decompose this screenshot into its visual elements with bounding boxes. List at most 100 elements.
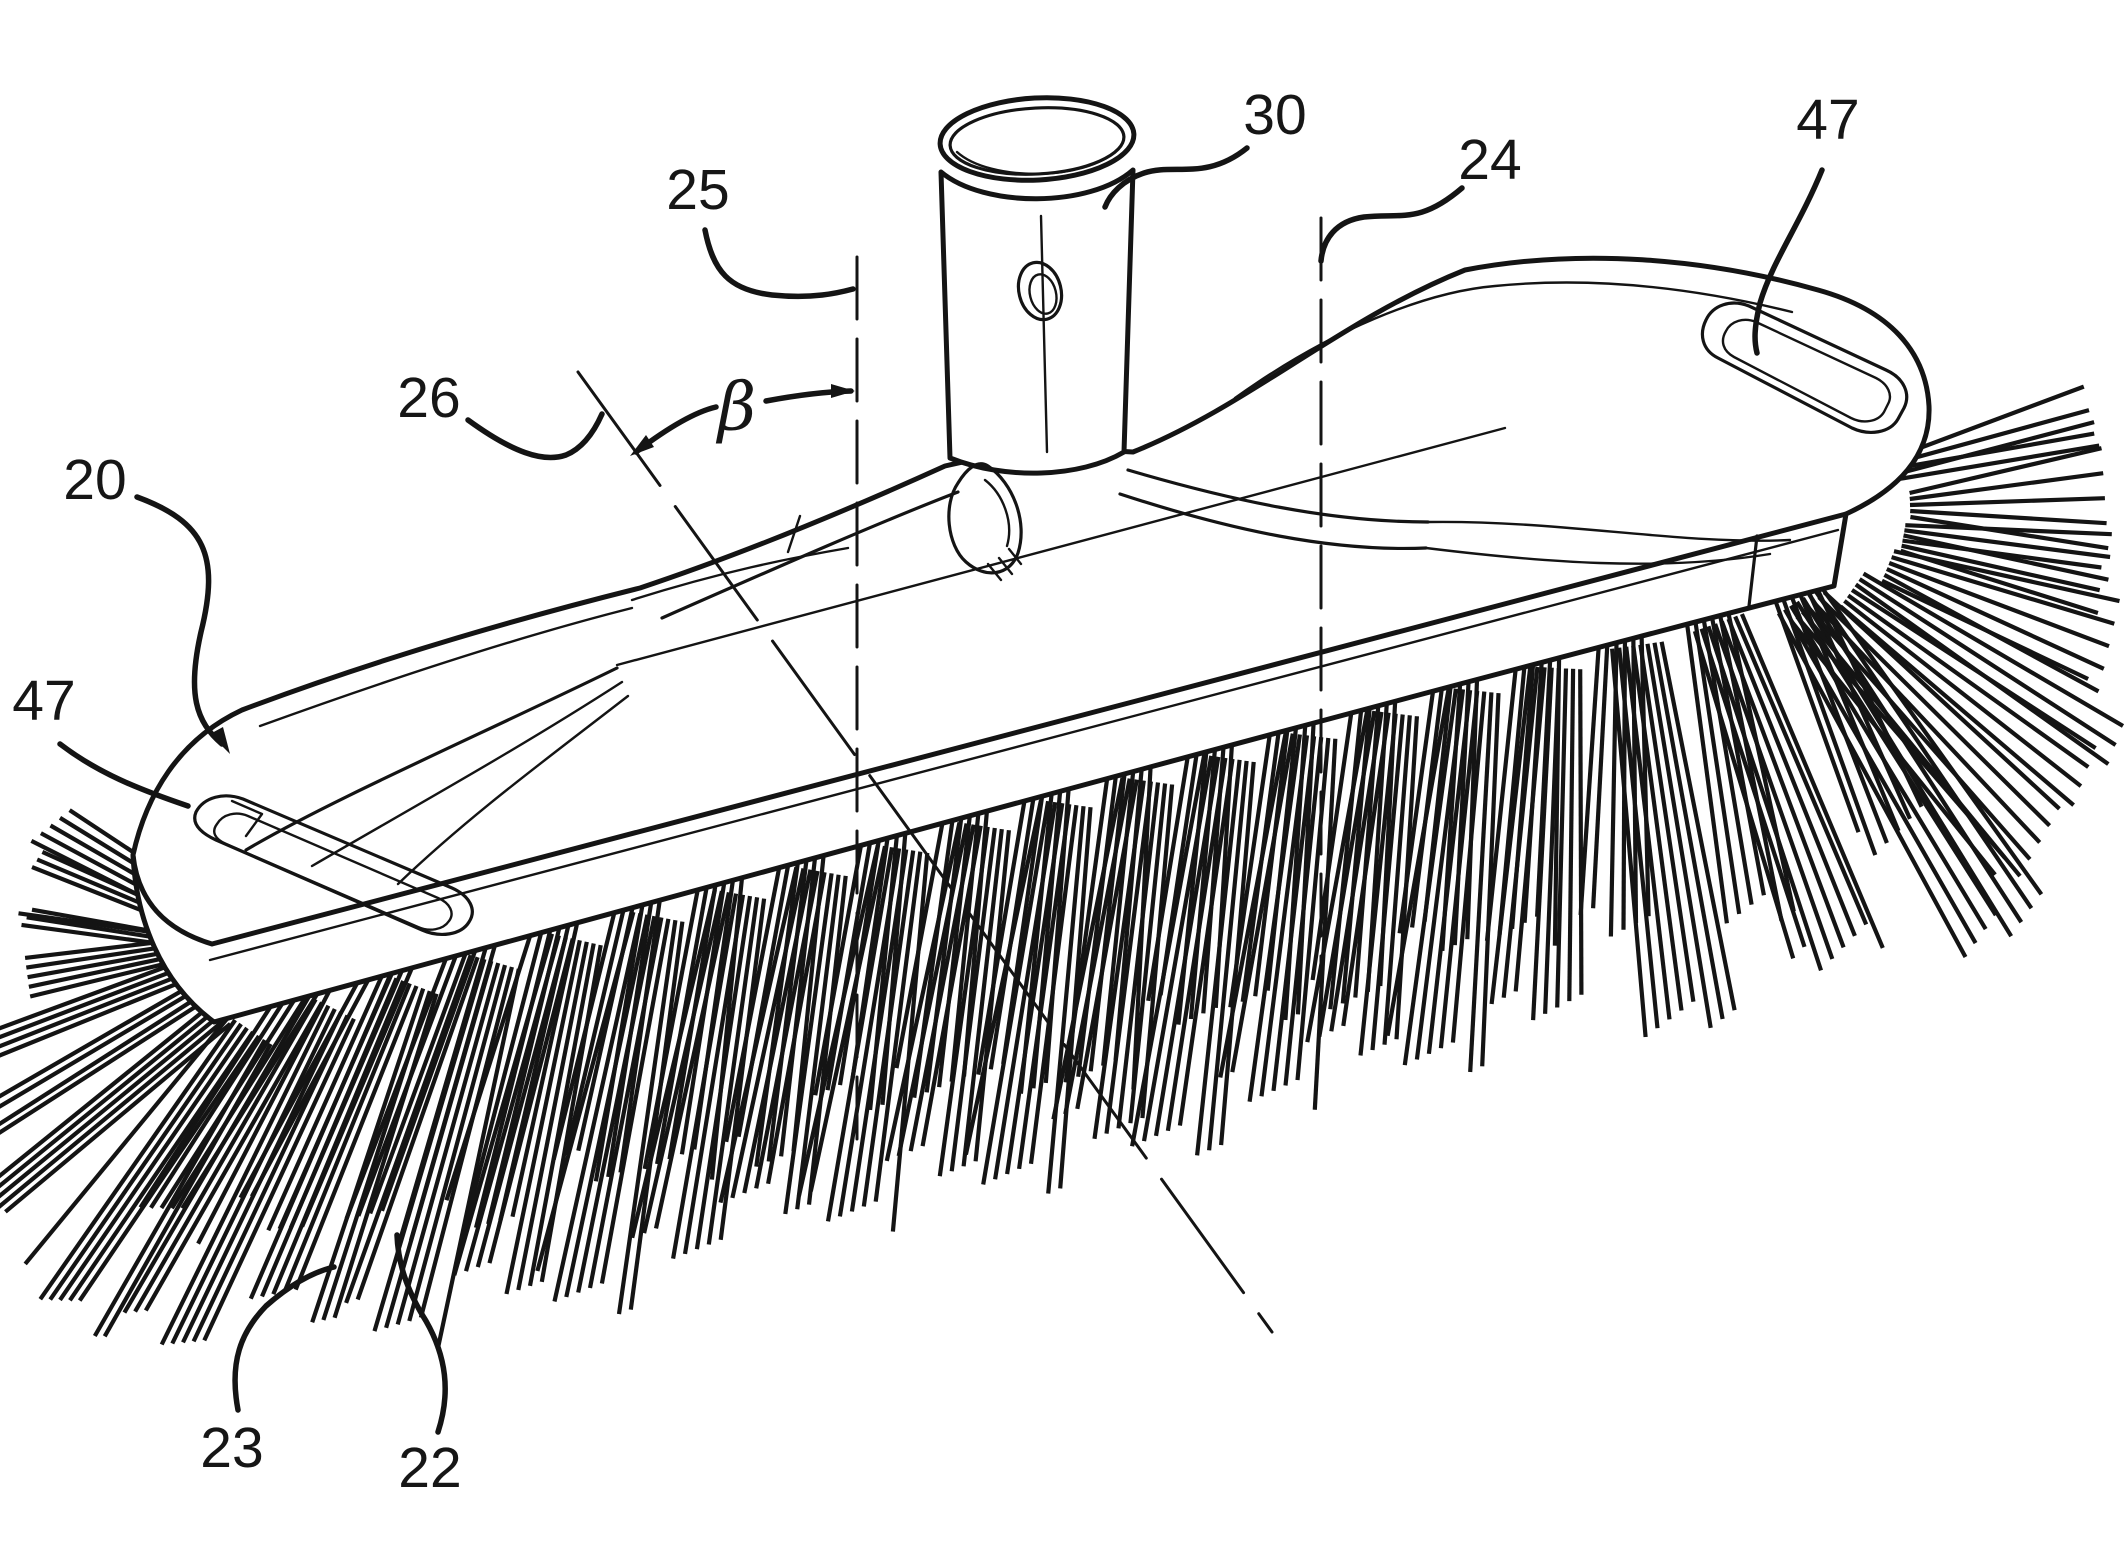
neck-opening-outer [947,462,1023,575]
bristle [1688,590,1742,915]
bristle [1101,747,1138,1066]
bristle [1862,571,2124,728]
bristle [783,873,834,1215]
bristle [850,815,893,1081]
bristle [0,995,211,1135]
bristle [170,974,321,1210]
ref-label-23: 23 [200,1416,263,1480]
reference-labels: 20 47 26 25 30 24 47 23 22 β [12,83,1859,1500]
bristle [642,857,706,1170]
bristle [766,838,812,1162]
ref-label-24: 24 [1458,128,1521,192]
bristle-tufts [0,384,2124,1350]
bristle [1894,384,2085,460]
bristle [1610,648,1648,1038]
beta-arrowhead-left [630,435,654,456]
bristle [355,956,480,1301]
bristle [1910,508,2107,526]
bristle [1909,446,2102,496]
bristle [38,1018,237,1301]
bristle [1901,543,2101,593]
ref-label-22: 22 [398,1436,461,1500]
bristle [599,918,671,1284]
bristle [407,964,508,1322]
bristle [880,817,909,1105]
head-front-edge [130,511,1849,947]
bristle [1489,666,1533,1005]
bristle [1905,523,2112,537]
bristle [196,983,335,1245]
bristle [1484,632,1522,942]
bristle [1885,567,2105,671]
bristle [1896,408,2090,465]
bristle [1806,605,2032,861]
bristle [1900,548,2099,616]
bristle [1207,760,1249,1151]
neck-opening-hatch [986,547,1023,582]
bristle [576,915,657,1293]
bristle [1522,634,1546,923]
bristle [1535,634,1554,917]
bristle [606,885,656,1178]
bristle [380,928,485,1212]
bristle [1043,772,1072,1084]
bristle [1631,611,1639,924]
bristle [1897,431,2095,471]
head-silhouette [130,255,1932,1025]
bristle [825,813,878,1091]
ref-label-20: 20 [63,448,126,512]
head-back-rim-inner-left [258,606,634,728]
bristle [1397,654,1441,934]
bristle [1720,585,1796,912]
tuft-axis-line-26 [576,370,1274,1334]
bristle [1410,655,1448,928]
bristle [1902,538,2102,570]
bristle [0,981,195,1099]
bristle [616,919,678,1315]
bristle [1706,625,1823,972]
bristle [58,1026,249,1302]
bristle [1480,693,1501,1067]
bristle [1265,702,1301,991]
leader-22 [394,1232,448,1435]
bristle [791,840,828,1152]
bristle [1001,769,1049,1065]
bristle [498,908,575,1221]
bristle [1230,733,1295,1073]
neck-saddle-right-outer [1126,468,1430,524]
brush-head [130,255,1932,1025]
bristle [1696,589,1754,905]
left-hang-slot-outer [193,794,474,937]
bristle [1800,610,2022,878]
bristle [1440,657,1464,952]
bristle [988,768,1041,1070]
bristle [0,970,190,1049]
socket-rim-outer [937,95,1137,183]
bristle [642,890,724,1234]
bristle [300,958,418,1228]
bristle [461,902,551,1233]
bristle [894,789,951,1069]
bristle [779,839,820,1157]
bristle [1900,443,2100,481]
ref-label-26: 26 [397,366,460,430]
neck-saddle-right-inner [1118,492,1428,551]
bristle [0,1016,228,1209]
bristle [1790,620,1997,877]
bristle [1382,715,1412,1045]
bristle [368,926,478,1215]
bristle [1188,725,1220,1020]
bristle [68,1030,255,1302]
bristle [1018,770,1057,1094]
bristle [77,1034,261,1302]
bristle [1365,680,1391,992]
bristle [1904,528,2111,560]
bristle [1283,703,1309,1021]
bristle [1591,611,1612,909]
bristle [1638,611,1651,917]
bristle [1578,611,1604,916]
leader-30 [1102,145,1250,210]
bristle [949,827,997,1172]
bristle [949,793,983,1082]
